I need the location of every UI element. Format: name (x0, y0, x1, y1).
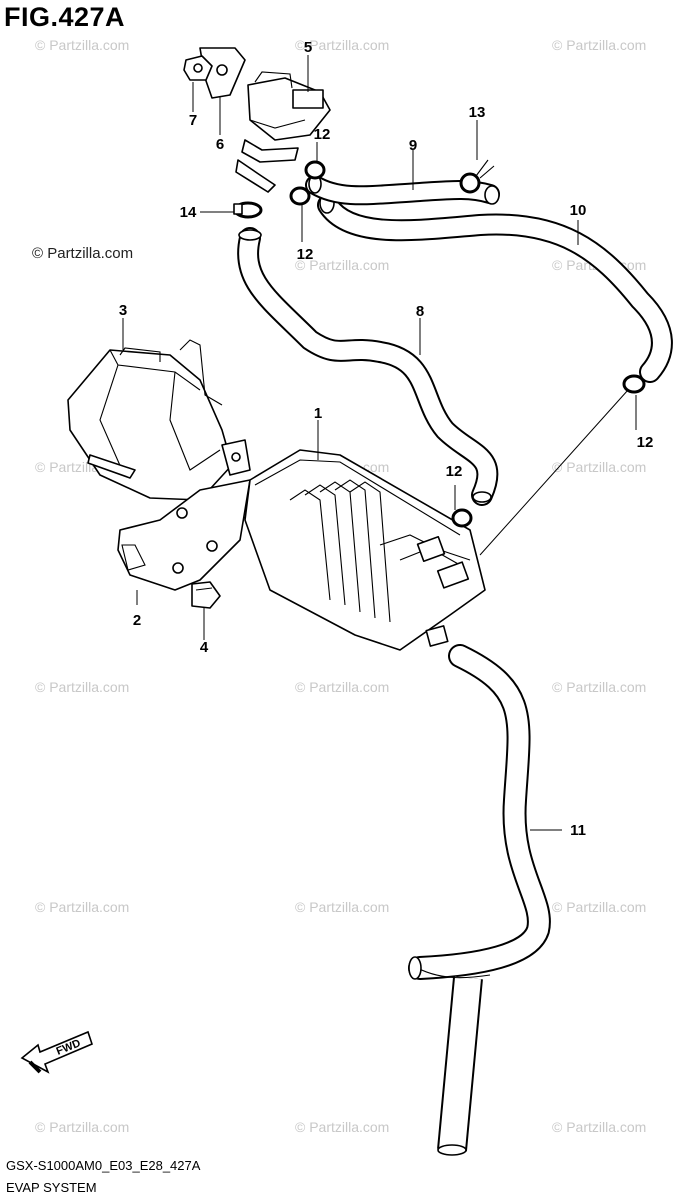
model-code: GSX-S1000AM0_E03_E28_427A (6, 1158, 201, 1173)
clamp-12-a[interactable] (304, 160, 326, 180)
callout-2[interactable]: 2 (133, 612, 141, 629)
valve-5[interactable] (235, 71, 331, 193)
hose-10[interactable] (317, 192, 673, 383)
figure-title: FIG.427A (4, 2, 126, 32)
callout-6[interactable]: 6 (216, 136, 224, 153)
clamp-12-c[interactable] (622, 374, 646, 394)
callout-12[interactable]: 12 (297, 246, 314, 263)
nut-7[interactable] (183, 55, 213, 81)
hose-11[interactable] (408, 644, 551, 1156)
watermark: © Partzilla.com (552, 679, 646, 695)
watermark-strong: © Partzilla.com (32, 245, 133, 262)
watermark: © Partzilla.com (295, 37, 389, 53)
watermark: © Partzilla.com (552, 37, 646, 53)
callout-8[interactable]: 8 (416, 303, 424, 320)
callout-9[interactable]: 9 (409, 137, 417, 154)
bracket-2[interactable] (117, 439, 251, 591)
callout-13[interactable]: 13 (469, 104, 486, 121)
callout-12[interactable]: 12 (314, 126, 331, 143)
watermark: © Partzilla.com (552, 459, 646, 475)
watermark: © Partzilla.com (295, 899, 389, 915)
clip-13[interactable] (459, 159, 495, 194)
callout-12[interactable]: 12 (446, 463, 463, 480)
watermark: © Partzilla.com (35, 37, 129, 53)
watermark: © Partzilla.com (295, 679, 389, 695)
clamp-12-b[interactable] (289, 186, 311, 206)
watermark: © Partzilla.com (295, 257, 389, 273)
clamp-14[interactable] (233, 201, 263, 219)
callout-14[interactable]: 14 (180, 204, 197, 221)
clamp-12-d[interactable] (451, 508, 473, 528)
callout-1[interactable]: 1 (314, 405, 322, 422)
callout-3[interactable]: 3 (119, 302, 127, 319)
callout-10[interactable]: 10 (570, 202, 587, 219)
system-name: EVAP SYSTEM (6, 1180, 97, 1195)
callout-12[interactable]: 12 (637, 434, 654, 451)
leader-lines (122, 55, 637, 831)
hose-8[interactable] (237, 227, 499, 506)
callout-7[interactable]: 7 (189, 112, 197, 129)
watermark: © Partzilla.com (552, 1119, 646, 1135)
watermark: © Partzilla.com (35, 679, 129, 695)
callouts: 1 2 3 4 5 6 7 8 9 10 11 12 12 12 12 13 1… (119, 39, 654, 839)
watermark: © Partzilla.com (295, 1119, 389, 1135)
fwd-arrow-icon: FWD (20, 1030, 93, 1074)
callout-5[interactable]: 5 (304, 39, 312, 56)
cover-3[interactable] (67, 339, 233, 501)
callout-4[interactable]: 4 (200, 639, 209, 656)
bolt-4[interactable] (191, 581, 221, 609)
watermark: © Partzilla.com (35, 899, 129, 915)
callout-11[interactable]: 11 (570, 822, 586, 839)
watermark: © Partzilla.com (35, 1119, 129, 1135)
watermark: © Partzilla.com (552, 899, 646, 915)
canister-1[interactable] (244, 449, 486, 651)
